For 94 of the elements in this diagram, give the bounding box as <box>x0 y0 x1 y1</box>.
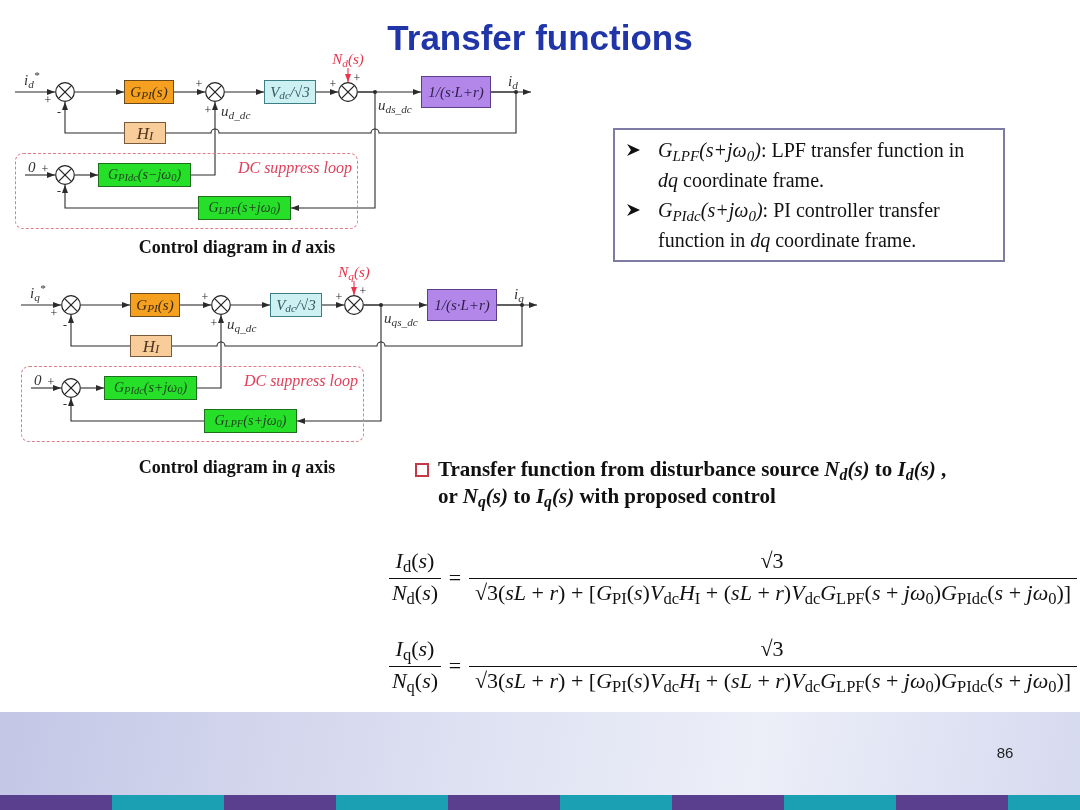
arrow <box>315 89 339 95</box>
sign-label: + <box>50 308 58 318</box>
arrow <box>20 302 62 308</box>
arrow <box>230 302 271 308</box>
arrow <box>224 89 265 95</box>
sign-label: - <box>57 107 61 117</box>
arrow <box>62 184 199 209</box>
summing-junction <box>205 82 225 102</box>
connector-line <box>165 91 517 134</box>
equation-term: I$_{q}$(s) <box>394 636 436 662</box>
equation-term: √3 <box>759 548 785 574</box>
arrow <box>80 302 131 308</box>
diagram-caption: Control diagram in q axis <box>137 456 337 478</box>
transfer-block: G$_{PI}$(s) <box>130 293 180 317</box>
arrow <box>190 101 218 176</box>
diagram-caption: Control diagram in d axis <box>137 236 337 258</box>
sign-label: + <box>47 377 55 387</box>
bullet-text: G$_{PIdc}$(s+jω$_{0}$): PI controller transfer function in dq coordinate frame. <box>658 198 941 254</box>
feedback-gain-block: H$_{I}$ <box>124 122 166 144</box>
transfer-block: G$_{PI}$(s) <box>124 80 174 104</box>
connector-line <box>171 304 523 347</box>
arrow <box>80 385 105 391</box>
equation-term: I$_{d}$(s) <box>394 548 436 574</box>
filter-block: G$_{LPF}$(s+jω$_{0}$) <box>198 196 291 220</box>
slide-title: Transfer functions <box>386 17 694 59</box>
signal-label: u$_{d_dc}$ <box>221 103 251 119</box>
sign-label: - <box>63 399 67 409</box>
arrow <box>290 91 376 211</box>
arrow <box>14 89 56 95</box>
equation-term: N$_{d}$(s) <box>390 580 440 606</box>
sign-label: + <box>44 95 52 105</box>
arrow <box>321 302 345 308</box>
region-label: DC suppress loop <box>237 159 352 177</box>
sign-label: + <box>359 286 367 296</box>
equation-term: √3(sL + r) + [G$_{PI}$(s)V$_{dc}$H$_{I}$ + (sL + r)V$_{dc}$G$_{LPF}$(s + jω$_{0}$)G$_{PIdc}$(s + jω$_{0}$)] <box>473 580 1073 606</box>
arrow <box>74 89 125 95</box>
summing-junction <box>55 82 75 102</box>
gain-block: V$_{dc}$/√3 <box>270 293 322 317</box>
equation-term: √3 <box>759 636 785 662</box>
section-heading: Transfer function from disturbance source N$_{d}$(s) to I$_{d}$(s) , or N$_{q}$(s) to I$_{q}$(s) with proposed control <box>438 456 948 510</box>
sign-label: + <box>195 79 203 89</box>
dc-suppress-loop-region <box>21 366 364 442</box>
arrow <box>68 314 131 347</box>
sign-label: + <box>335 292 343 302</box>
transfer-block: G$_{PIdc}$(s+jω$_{0}$) <box>104 376 197 400</box>
arrow <box>351 280 357 296</box>
arrow <box>179 302 212 308</box>
summing-junction <box>55 165 75 185</box>
signal-label: u$_{qs_dc}$ <box>384 310 418 326</box>
note-box <box>613 128 1005 262</box>
summing-junction <box>338 82 358 102</box>
page-number: 86 <box>995 744 1015 762</box>
sign-label: - <box>63 320 67 330</box>
arrow <box>296 304 382 424</box>
gain-block: V$_{dc}$/√3 <box>264 80 316 104</box>
signal-label: i$_{q}$ <box>514 286 524 302</box>
sign-label: + <box>204 105 212 115</box>
summing-junction <box>344 295 364 315</box>
summing-junction <box>211 295 231 315</box>
dc-suppress-loop-region <box>15 153 358 229</box>
summing-junction <box>61 295 81 315</box>
sign-label: + <box>210 318 218 328</box>
sign-label: + <box>201 292 209 302</box>
plant-block: 1/(s·L+r) <box>427 289 497 321</box>
arrow <box>173 89 206 95</box>
bullet-text: G$_{LPF}$(s+jω$_{0}$): LPF transfer function in dq coordinate frame. <box>658 138 966 194</box>
transfer-block: G$_{PIdc}$(s−jω$_{0}$) <box>98 163 191 187</box>
equation-term: = <box>447 565 463 591</box>
region-label: DC suppress loop <box>243 372 358 390</box>
plant-block: 1/(s·L+r) <box>421 76 491 108</box>
equation-term: = <box>447 653 463 679</box>
signal-label: 0 <box>28 159 36 175</box>
sign-label: + <box>329 79 337 89</box>
sign-label: - <box>57 186 61 196</box>
arrow <box>24 172 56 178</box>
signal-label: u$_{ds_dc}$ <box>378 97 412 113</box>
equation-term: N$_{q}$(s) <box>390 668 440 694</box>
arrow <box>196 314 224 389</box>
disturbance-label: N$_{q}$(s) <box>332 264 376 281</box>
signal-label: 0 <box>34 372 42 388</box>
arrow <box>30 385 62 391</box>
summing-junction <box>61 378 81 398</box>
filter-block: G$_{LPF}$(s+jω$_{0}$) <box>204 409 297 433</box>
feedback-gain-block: H$_{I}$ <box>130 335 172 357</box>
signal-label: u$_{q_dc}$ <box>227 316 257 332</box>
arrow <box>345 67 351 83</box>
equation-term: √3(sL + r) + [G$_{PI}$(s)V$_{dc}$H$_{I}$ + (sL + r)V$_{dc}$G$_{LPF}$(s + jω$_{0}$)G$_{PIdc}$(s + jω$_{0}$)] <box>473 668 1073 694</box>
sign-label: + <box>353 73 361 83</box>
arrow <box>68 397 205 422</box>
disturbance-label: N$_{d}$(s) <box>326 51 370 68</box>
arrow <box>62 101 125 134</box>
signal-label: i$_{d}$ <box>508 73 518 89</box>
arrow <box>74 172 99 178</box>
sign-label: + <box>41 164 49 174</box>
